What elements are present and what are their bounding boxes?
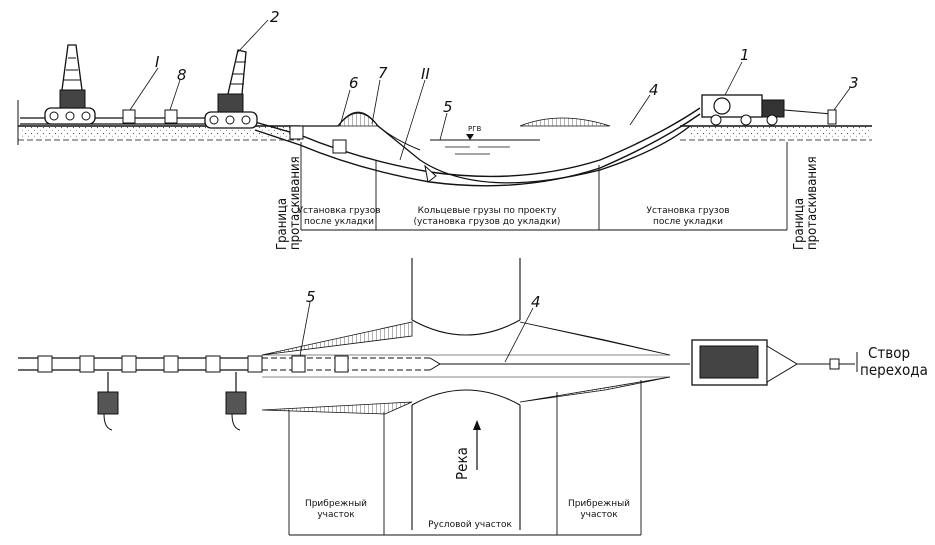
- callout-7: 7: [378, 64, 388, 82]
- plan-zone-label-3b: участок: [580, 510, 618, 520]
- bank-right-hatch: [519, 117, 611, 127]
- plan-view: Створ перехода Река Прибрежный участок Р…: [18, 258, 928, 536]
- pipeline-profile-top: [254, 107, 701, 178]
- plan-callout-4: 4: [531, 293, 541, 311]
- plan-weight-1: [291, 355, 306, 373]
- plan-callout-5: 5: [306, 288, 316, 306]
- pipeline-profile-bottom: [254, 113, 701, 187]
- pipelayer-2: [204, 49, 258, 129]
- zone-label-2a: Кольцевые грузы по проекту: [418, 206, 558, 216]
- leader-6: [339, 89, 351, 127]
- plan-weight-2: [334, 355, 349, 373]
- boundary-label-left-1: Граница: [275, 198, 290, 250]
- zone-label-1a: Установка грузов: [297, 206, 380, 216]
- boundary-label-right-1: Граница: [792, 198, 807, 250]
- callout-1: 1: [740, 46, 750, 64]
- zone-label-1b: после укладки: [304, 217, 374, 227]
- leader-I: [129, 67, 159, 111]
- plan-support-6: [247, 355, 263, 373]
- leader-7: [371, 79, 381, 125]
- boundary-label-left-2: протаскивания: [288, 156, 303, 250]
- pipe-support-2: [164, 109, 178, 124]
- trench-slope-se: [519, 376, 671, 403]
- plan-pipelayer-2: [225, 372, 247, 431]
- trench-slope-sw: [261, 401, 413, 415]
- zone-label-3a: Установка грузов: [646, 206, 729, 216]
- crossing-label-1: Створ: [868, 344, 910, 362]
- river-cut-bottom: [411, 389, 521, 406]
- leader-II: [399, 79, 426, 161]
- plan-support-3: [121, 355, 137, 373]
- river-label: Река: [453, 447, 471, 480]
- leader-1: [724, 61, 743, 96]
- leader-8: [169, 79, 181, 111]
- river-cut-top: [411, 319, 521, 336]
- plan-pipe-head: [429, 357, 441, 371]
- trench-slope-ne: [519, 321, 671, 356]
- leader-5: [439, 112, 448, 141]
- pipe-support-1: [122, 109, 136, 124]
- profile-view: РГВ: [17, 8, 872, 250]
- trench-slope: [377, 125, 421, 151]
- plan-support-2: [79, 355, 95, 373]
- plan-pipelayer-1: [97, 372, 119, 431]
- plan-zone-label-1b: участок: [317, 510, 355, 520]
- winch-truck: [701, 94, 833, 126]
- plan-leader-4: [504, 307, 534, 363]
- zone-label-3b: после укладки: [653, 217, 723, 227]
- callout-2: 2: [270, 8, 280, 26]
- crossing-label-2: перехода: [860, 361, 928, 379]
- river-flow-arrowhead: [473, 420, 481, 430]
- plan-support-1: [37, 355, 53, 373]
- soil-left: [20, 127, 295, 139]
- callout-4: 4: [649, 81, 659, 99]
- weight-profile-1: [289, 125, 304, 140]
- leader-2: [237, 19, 269, 53]
- plan-zone-label-2: Русловой участок: [428, 520, 512, 530]
- callout-5: 5: [443, 98, 453, 116]
- anchor-post: [827, 109, 837, 125]
- callout-I: I: [155, 53, 160, 71]
- leader-4: [629, 94, 651, 126]
- callout-8: 8: [177, 66, 187, 84]
- pipe-head: [424, 164, 437, 183]
- plan-winch-truck: [691, 339, 840, 386]
- bank-left-hatch: [337, 111, 379, 127]
- water-level-marker: [466, 134, 474, 140]
- callout-6: 6: [349, 74, 359, 92]
- plan-zone-label-1a: Прибрежный: [305, 499, 367, 509]
- water-level-label: РГВ: [468, 125, 481, 133]
- pipelayer-1: [44, 44, 96, 125]
- callout-3: 3: [849, 74, 859, 92]
- plan-zone-label-3a: Прибрежный: [568, 499, 630, 509]
- zone-label-2b: (установка грузов до укладки): [414, 217, 561, 227]
- trench-slope-nw: [261, 321, 413, 356]
- soil-right: [690, 127, 870, 139]
- callout-II: II: [421, 65, 430, 83]
- boundary-label-right-2: протаскивания: [805, 156, 820, 250]
- plan-leader-5: [299, 301, 311, 357]
- plan-support-4: [163, 355, 179, 373]
- weight-profile-2: [332, 139, 347, 154]
- plan-support-5: [205, 355, 221, 373]
- leader-3: [833, 87, 851, 111]
